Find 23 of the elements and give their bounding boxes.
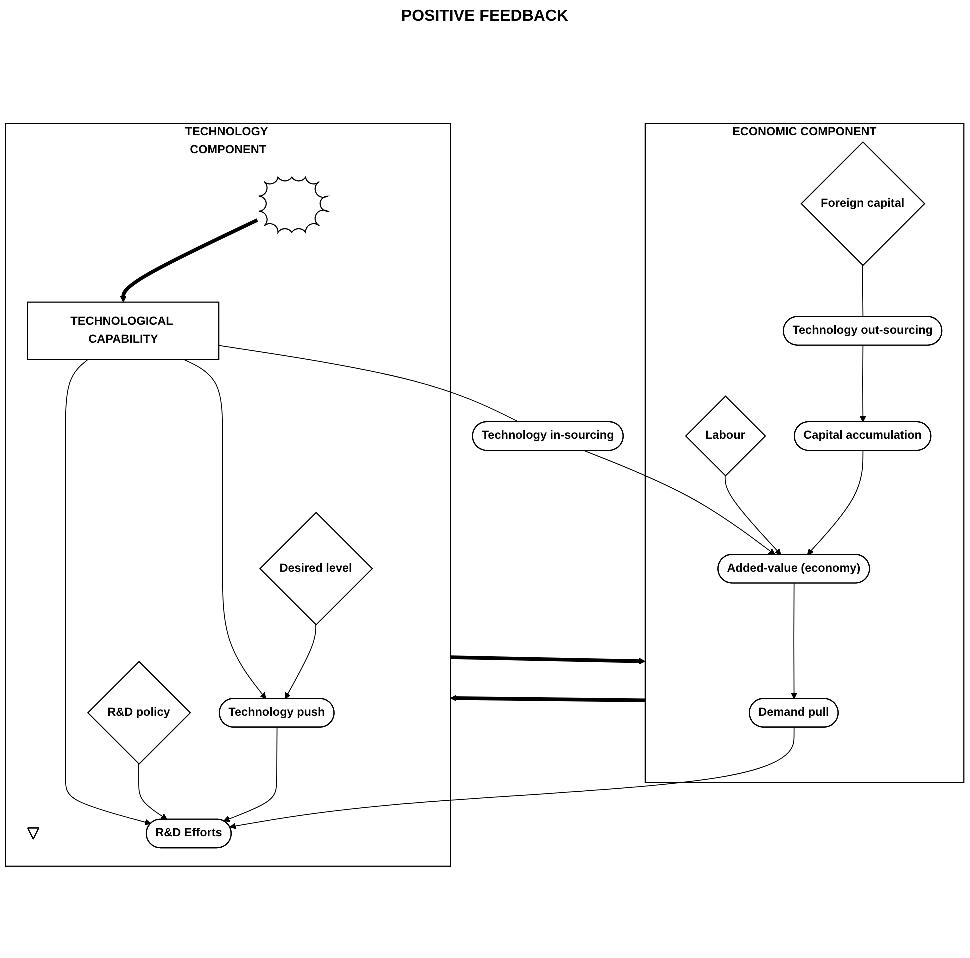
connector <box>218 345 520 423</box>
arrow <box>724 475 782 556</box>
note-text: POSITIVE FEEDBACK <box>401 8 569 26</box>
node-star <box>258 176 328 233</box>
arrow <box>450 655 646 664</box>
arrow <box>230 727 795 830</box>
arrow <box>791 583 798 700</box>
arrow <box>224 727 278 822</box>
arrow <box>138 764 168 820</box>
node-diamond: Labour <box>685 396 766 477</box>
node-diamond: R&D policy <box>87 660 192 765</box>
arrow <box>450 695 646 702</box>
connector <box>862 265 864 318</box>
arrow <box>860 345 866 422</box>
node-diamond: Desired level <box>259 512 374 626</box>
arrow <box>120 218 258 302</box>
arrow <box>285 624 316 700</box>
node-box: TECHNOLOGICAL CAPABILITY <box>27 302 220 360</box>
arrow <box>807 450 864 556</box>
node-diamond: Foreign capital <box>800 141 926 266</box>
arrow <box>65 359 152 826</box>
arrow <box>584 450 776 556</box>
arrow <box>184 359 266 700</box>
